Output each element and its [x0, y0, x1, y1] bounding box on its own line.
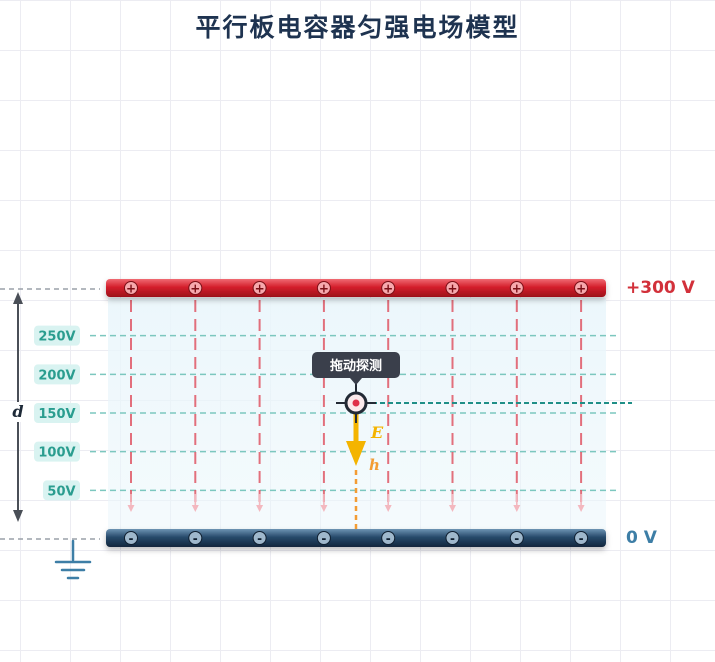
positive-charge-sign: +: [447, 282, 457, 296]
positive-charge-icon: [574, 281, 589, 295]
negative-charge-sign: -: [579, 532, 584, 546]
positive-charge-sign: +: [319, 282, 329, 296]
probe-tooltip: 拖动探测: [312, 352, 400, 385]
equipotential-label: 200V: [38, 368, 75, 383]
positive-charge-icon: [188, 281, 203, 295]
positive-charge-sign: +: [576, 282, 586, 296]
equipotential-label-bg: [34, 441, 80, 462]
equipotential-label: 150V: [38, 407, 75, 422]
equipotential-label-bg: [34, 403, 80, 423]
page-title: 平行板电容器匀强电场模型: [195, 13, 520, 42]
negative-charge-icon: [574, 531, 589, 545]
equipotential-label-bg: [34, 364, 80, 385]
field-line-arrowhead: [449, 505, 456, 512]
positive-charge-icon: [509, 281, 524, 295]
equipotential-label: 100V: [38, 446, 75, 461]
ground-icon: [54, 539, 92, 580]
negative-charge-icon: [252, 531, 267, 545]
top-plate: [106, 279, 606, 297]
field-line-arrowhead: [127, 505, 135, 512]
field-line-arrowhead: [191, 505, 199, 512]
bottom-plate: [106, 529, 606, 547]
positive-charge-sign: +: [512, 282, 522, 296]
negative-charge-sign: -: [257, 532, 262, 546]
bottom-plate-voltage: 0 V: [626, 528, 658, 548]
equipotential-label: 250V: [38, 330, 75, 345]
negative-charge-icon: [316, 531, 331, 545]
crosshair-icon[interactable]: [336, 383, 376, 423]
negative-charge-icon: [445, 531, 460, 545]
positive-charge-sign: +: [383, 282, 393, 296]
probe-tooltip-text: 拖动探测: [330, 358, 382, 374]
negative-charge-sign: -: [321, 532, 326, 546]
negative-charge-sign: -: [450, 532, 455, 546]
field-line-arrowhead: [577, 505, 585, 512]
field-line-arrowhead: [320, 505, 328, 512]
negative-charge-sign: -: [386, 532, 391, 546]
equipotential-label: 50V: [47, 484, 75, 499]
equipotential-label-bg: [34, 325, 80, 346]
equipotential-label-bg: [43, 480, 80, 501]
positive-charge-icon: [445, 281, 460, 295]
positive-charge-icon: [124, 281, 138, 295]
negative-charge-icon: [124, 531, 138, 545]
height-label: h: [369, 456, 380, 474]
top-plate-voltage: +300 V: [626, 278, 696, 298]
distance-indicator: d: [9, 292, 27, 522]
negative-charge-icon: [509, 531, 524, 545]
negative-charge-icon: [381, 531, 396, 545]
field-line-arrowhead: [384, 505, 392, 512]
positive-charge-icon: [316, 281, 331, 295]
positive-charge-sign: +: [126, 282, 136, 296]
positive-charge-icon: [252, 281, 267, 295]
negative-charge-sign: -: [193, 532, 198, 546]
distance-label: d: [12, 402, 23, 421]
field-line-arrowhead: [513, 505, 521, 512]
negative-charge-sign: -: [129, 532, 134, 546]
positive-charge-sign: +: [255, 282, 265, 296]
field-line-arrowhead: [256, 505, 264, 512]
positive-charge-sign: +: [190, 282, 200, 296]
negative-charge-sign: -: [514, 532, 519, 546]
positive-charge-icon: [381, 281, 396, 295]
negative-charge-icon: [188, 531, 203, 545]
field-label: E: [370, 423, 384, 442]
